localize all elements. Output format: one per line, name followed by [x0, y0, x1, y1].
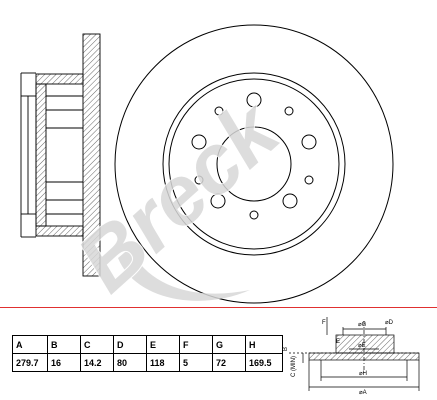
thumb-label-a: ⌀A	[359, 390, 367, 396]
thumb-label-f: F	[322, 320, 326, 326]
header-h: H	[245, 335, 283, 354]
dimensions-table: A B C D E F G H 279.7 16 14.2 80 118 5 7…	[12, 335, 283, 372]
watermark-swoosh	[118, 248, 250, 301]
header-f: F	[179, 335, 213, 354]
header-e: E	[146, 335, 180, 354]
small-hole	[194, 175, 204, 185]
disc-side-section-view	[20, 33, 101, 277]
bolt-hole	[301, 134, 317, 150]
value-g: 72	[212, 353, 246, 372]
table-value-row: 279.7 16 14.2 80 118 5 72 169.5	[12, 353, 283, 372]
disc-front-view	[114, 24, 394, 304]
header-a: A	[12, 335, 48, 354]
small-hole	[249, 210, 259, 220]
value-c: 14.2	[80, 353, 114, 372]
table-header-row: A B C D E F G H	[12, 335, 283, 354]
header-g: G	[212, 335, 246, 354]
bolt-hole	[282, 193, 298, 209]
bolt-hole	[191, 134, 207, 150]
thumb-label-g: ⌀G	[358, 322, 367, 328]
thumb-label-b: B	[283, 347, 289, 351]
disc-outer-edge	[114, 24, 394, 304]
value-f: 5	[179, 353, 213, 372]
bolt-hole	[246, 92, 262, 108]
value-a: 279.7	[12, 353, 48, 372]
separator-line	[0, 307, 437, 308]
value-e: 118	[146, 353, 180, 372]
header-c: C	[80, 335, 114, 354]
value-d: 80	[113, 353, 147, 372]
thumb-label-h: ⌀H	[359, 371, 367, 377]
thumb-label-e-small: E	[336, 339, 340, 345]
value-h: 169.5	[245, 353, 283, 372]
brake-disc-drawing: Breck	[20, 24, 394, 310]
friction-ring-inner-edge	[162, 72, 346, 256]
small-hole	[284, 106, 294, 116]
center-bore	[216, 126, 292, 202]
thumb-label-e: ⌀E	[358, 343, 366, 349]
small-hole	[304, 175, 314, 185]
header-d: D	[113, 335, 147, 354]
value-b: 16	[47, 353, 81, 372]
bolt-hole	[210, 193, 226, 209]
thumb-label-c-min: C (MIN)	[291, 356, 297, 377]
small-hole	[214, 106, 224, 116]
hub-face-edge	[168, 78, 340, 250]
thumb-label-d: ⌀D	[385, 320, 394, 326]
dimension-legend-diagram: ⌀G ⌀D ⌀E ⌀H ⌀A F E B C (MIN)	[283, 317, 421, 396]
header-b: B	[47, 335, 81, 354]
